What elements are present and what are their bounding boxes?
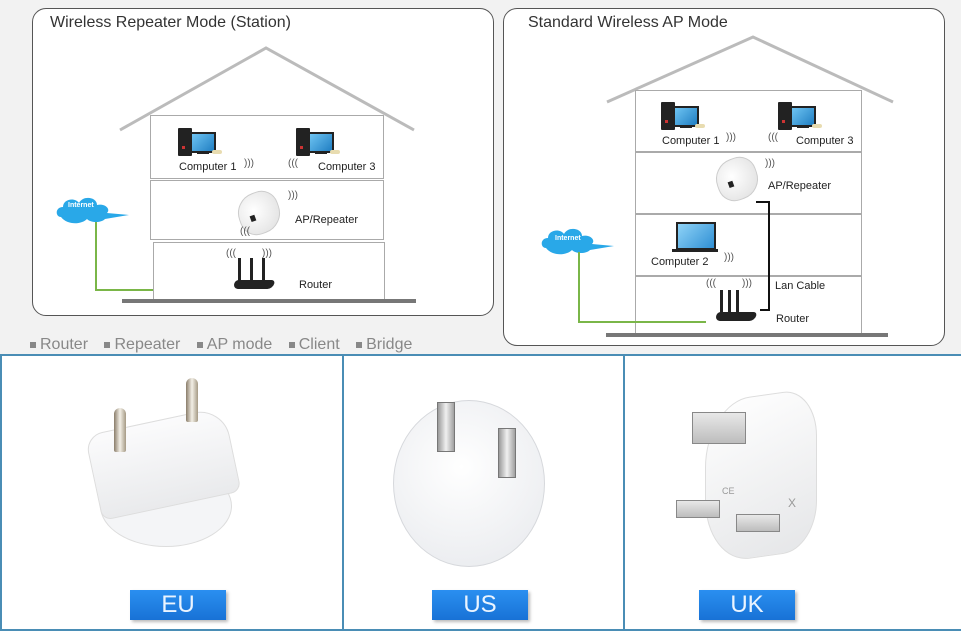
house-roof	[119, 46, 415, 132]
router-label: Router	[776, 313, 810, 325]
room-router	[153, 242, 385, 302]
internet-cloud-icon	[56, 197, 129, 224]
computer-1-icon	[178, 124, 222, 158]
wifi-signal-icon: (((	[288, 158, 298, 169]
eu-plug-badge: EU	[130, 590, 226, 620]
wifi-signal-icon: (((	[768, 132, 778, 143]
supported-modes: Router Repeater AP mode Client Bridge	[30, 336, 424, 354]
lan-cable	[760, 309, 770, 311]
room-laptop	[635, 214, 862, 276]
computer-3-icon	[778, 98, 822, 132]
internet-wire	[95, 222, 97, 290]
mode-item: Client	[288, 336, 346, 353]
floor	[122, 299, 416, 303]
divider	[0, 629, 961, 631]
mode-item: Repeater	[104, 336, 186, 353]
wifi-signal-icon: )))	[765, 158, 775, 169]
internet-wire	[578, 252, 580, 322]
wifi-signal-icon: )))	[724, 252, 734, 263]
mode-item: Router	[30, 336, 94, 353]
ap-repeater-label: AP/Repeater	[295, 214, 358, 226]
room-router	[635, 276, 862, 334]
wifi-signal-icon: (((	[706, 278, 716, 289]
mode-item: Bridge	[356, 336, 418, 353]
floor	[606, 333, 888, 337]
internet-label: Internet	[68, 202, 94, 209]
wifi-signal-icon: )))	[742, 278, 752, 289]
ap-repeater-label: AP/Repeater	[768, 180, 831, 192]
internet-cloud-icon	[541, 228, 614, 255]
computer-3-label: Computer 3	[796, 135, 854, 147]
us-plug-badge: US	[432, 590, 528, 620]
house-roof	[606, 35, 894, 104]
computer-2-label: Computer 2	[651, 256, 709, 268]
repeater-mode-title: Wireless Repeater Mode (Station)	[50, 14, 291, 31]
computer-3-label: Computer 3	[318, 161, 376, 173]
computer-1-label: Computer 1	[662, 135, 720, 147]
divider	[623, 356, 625, 631]
internet-label: Internet	[555, 235, 581, 242]
x-mark: X	[788, 496, 797, 510]
wifi-signal-icon: (((	[240, 226, 250, 237]
room-computers	[635, 90, 862, 152]
internet-wire	[95, 289, 153, 291]
ce-mark: CE	[722, 486, 735, 496]
uk-plug-badge: UK	[699, 590, 795, 620]
lan-cable	[756, 201, 770, 203]
laptop-icon	[672, 222, 718, 252]
computer-3-icon	[296, 124, 340, 158]
ap-mode-title: Standard Wireless AP Mode	[528, 14, 728, 31]
router-icon	[232, 258, 276, 292]
mode-item: AP mode	[196, 336, 279, 353]
router-icon	[714, 290, 758, 324]
divider	[0, 356, 2, 631]
internet-wire	[578, 321, 706, 323]
wifi-signal-icon: )))	[288, 190, 298, 201]
wifi-signal-icon: )))	[726, 132, 736, 143]
wifi-signal-icon: )))	[262, 248, 272, 259]
computer-1-icon	[661, 98, 705, 132]
lan-cable-label: Lan Cable	[775, 280, 826, 292]
divider	[0, 354, 961, 356]
router-label: Router	[299, 279, 333, 291]
wifi-signal-icon: )))	[244, 158, 254, 169]
wifi-signal-icon: (((	[226, 248, 236, 259]
computer-1-label: Computer 1	[179, 161, 237, 173]
lan-cable	[768, 201, 770, 311]
divider	[342, 356, 344, 631]
